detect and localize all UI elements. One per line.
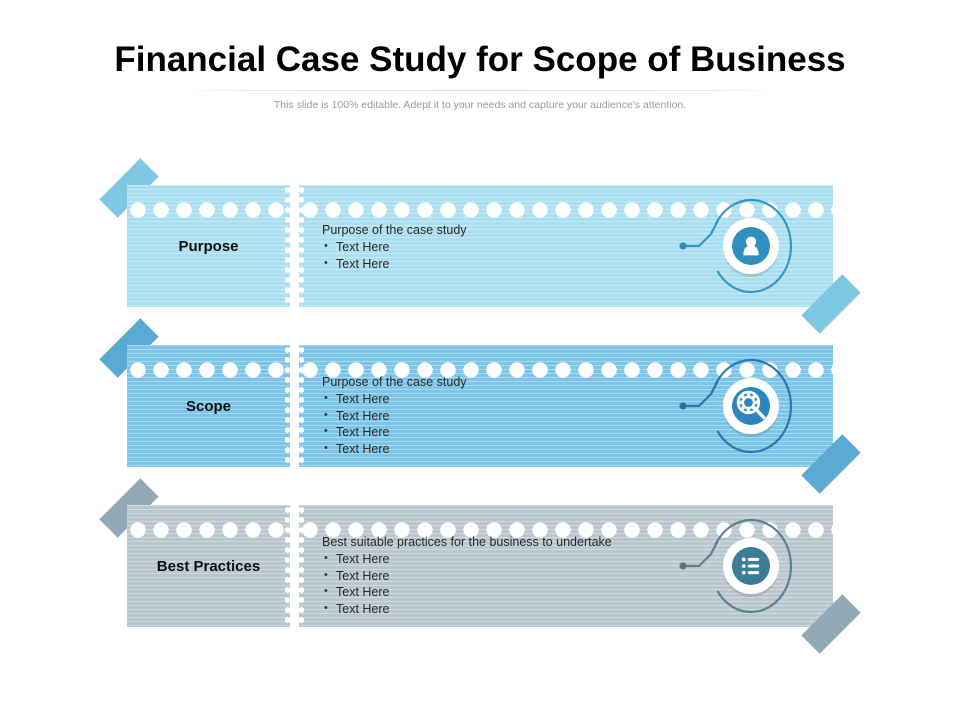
list-item: Text Here: [322, 583, 612, 601]
perforation-edge: [299, 505, 304, 627]
page-title: Financial Case Study for Scope of Busine…: [114, 40, 846, 79]
page-subtitle: This slide is 100% editable. Adept it to…: [273, 99, 687, 111]
row-content-panel[interactable]: Purpose of the case studyText HereText H…: [299, 345, 833, 467]
row-label-text: Purpose: [178, 237, 239, 255]
row-body-text: Best suitable practices for the business…: [322, 535, 612, 617]
row-heading: Best suitable practices for the business…: [322, 535, 612, 549]
list-item: Text Here: [322, 407, 467, 425]
row-body-text: Purpose of the case studyText HereText H…: [322, 223, 467, 272]
row-label-panel[interactable]: Scope: [127, 345, 290, 467]
list-item: Text Here: [322, 550, 612, 568]
slide-header: Financial Case Study for Scope of Busine…: [0, 0, 960, 125]
list-item: Text Here: [322, 567, 612, 585]
list-item: Text Here: [322, 600, 612, 618]
content-row-best-practices[interactable]: Best Practices Best suitable practices fo…: [99, 478, 861, 654]
row-bullet-list: Text HereText Here: [322, 238, 467, 273]
person-icon: [659, 192, 809, 300]
gear-magnifier-icon: [659, 352, 809, 460]
perforation-edge: [299, 185, 304, 307]
list-item: Text Here: [322, 423, 467, 441]
list-item: Text Here: [322, 238, 467, 256]
row-bullet-list: Text HereText HereText HereText Here: [322, 390, 467, 458]
title-divider: [185, 90, 775, 91]
row-label-panel[interactable]: Purpose: [127, 185, 290, 307]
list-item: Text Here: [322, 255, 467, 273]
list-item: Text Here: [322, 440, 467, 458]
row-content-panel[interactable]: Best suitable practices for the business…: [299, 505, 833, 627]
row-content-panel[interactable]: Purpose of the case studyText HereText H…: [299, 185, 833, 307]
list-icon: [659, 512, 809, 620]
list-item: Text Here: [322, 390, 467, 408]
row-label-text: Best Practices: [156, 557, 261, 575]
perforation-edge: [299, 345, 304, 467]
row-body-text: Purpose of the case studyText HereText H…: [322, 375, 467, 457]
row-heading: Purpose of the case study: [322, 375, 467, 389]
row-bullet-list: Text HereText HereText HereText Here: [322, 550, 612, 618]
row-label-text: Scope: [185, 397, 231, 415]
row-label-panel[interactable]: Best Practices: [127, 505, 290, 627]
row-heading: Purpose of the case study: [322, 223, 467, 237]
